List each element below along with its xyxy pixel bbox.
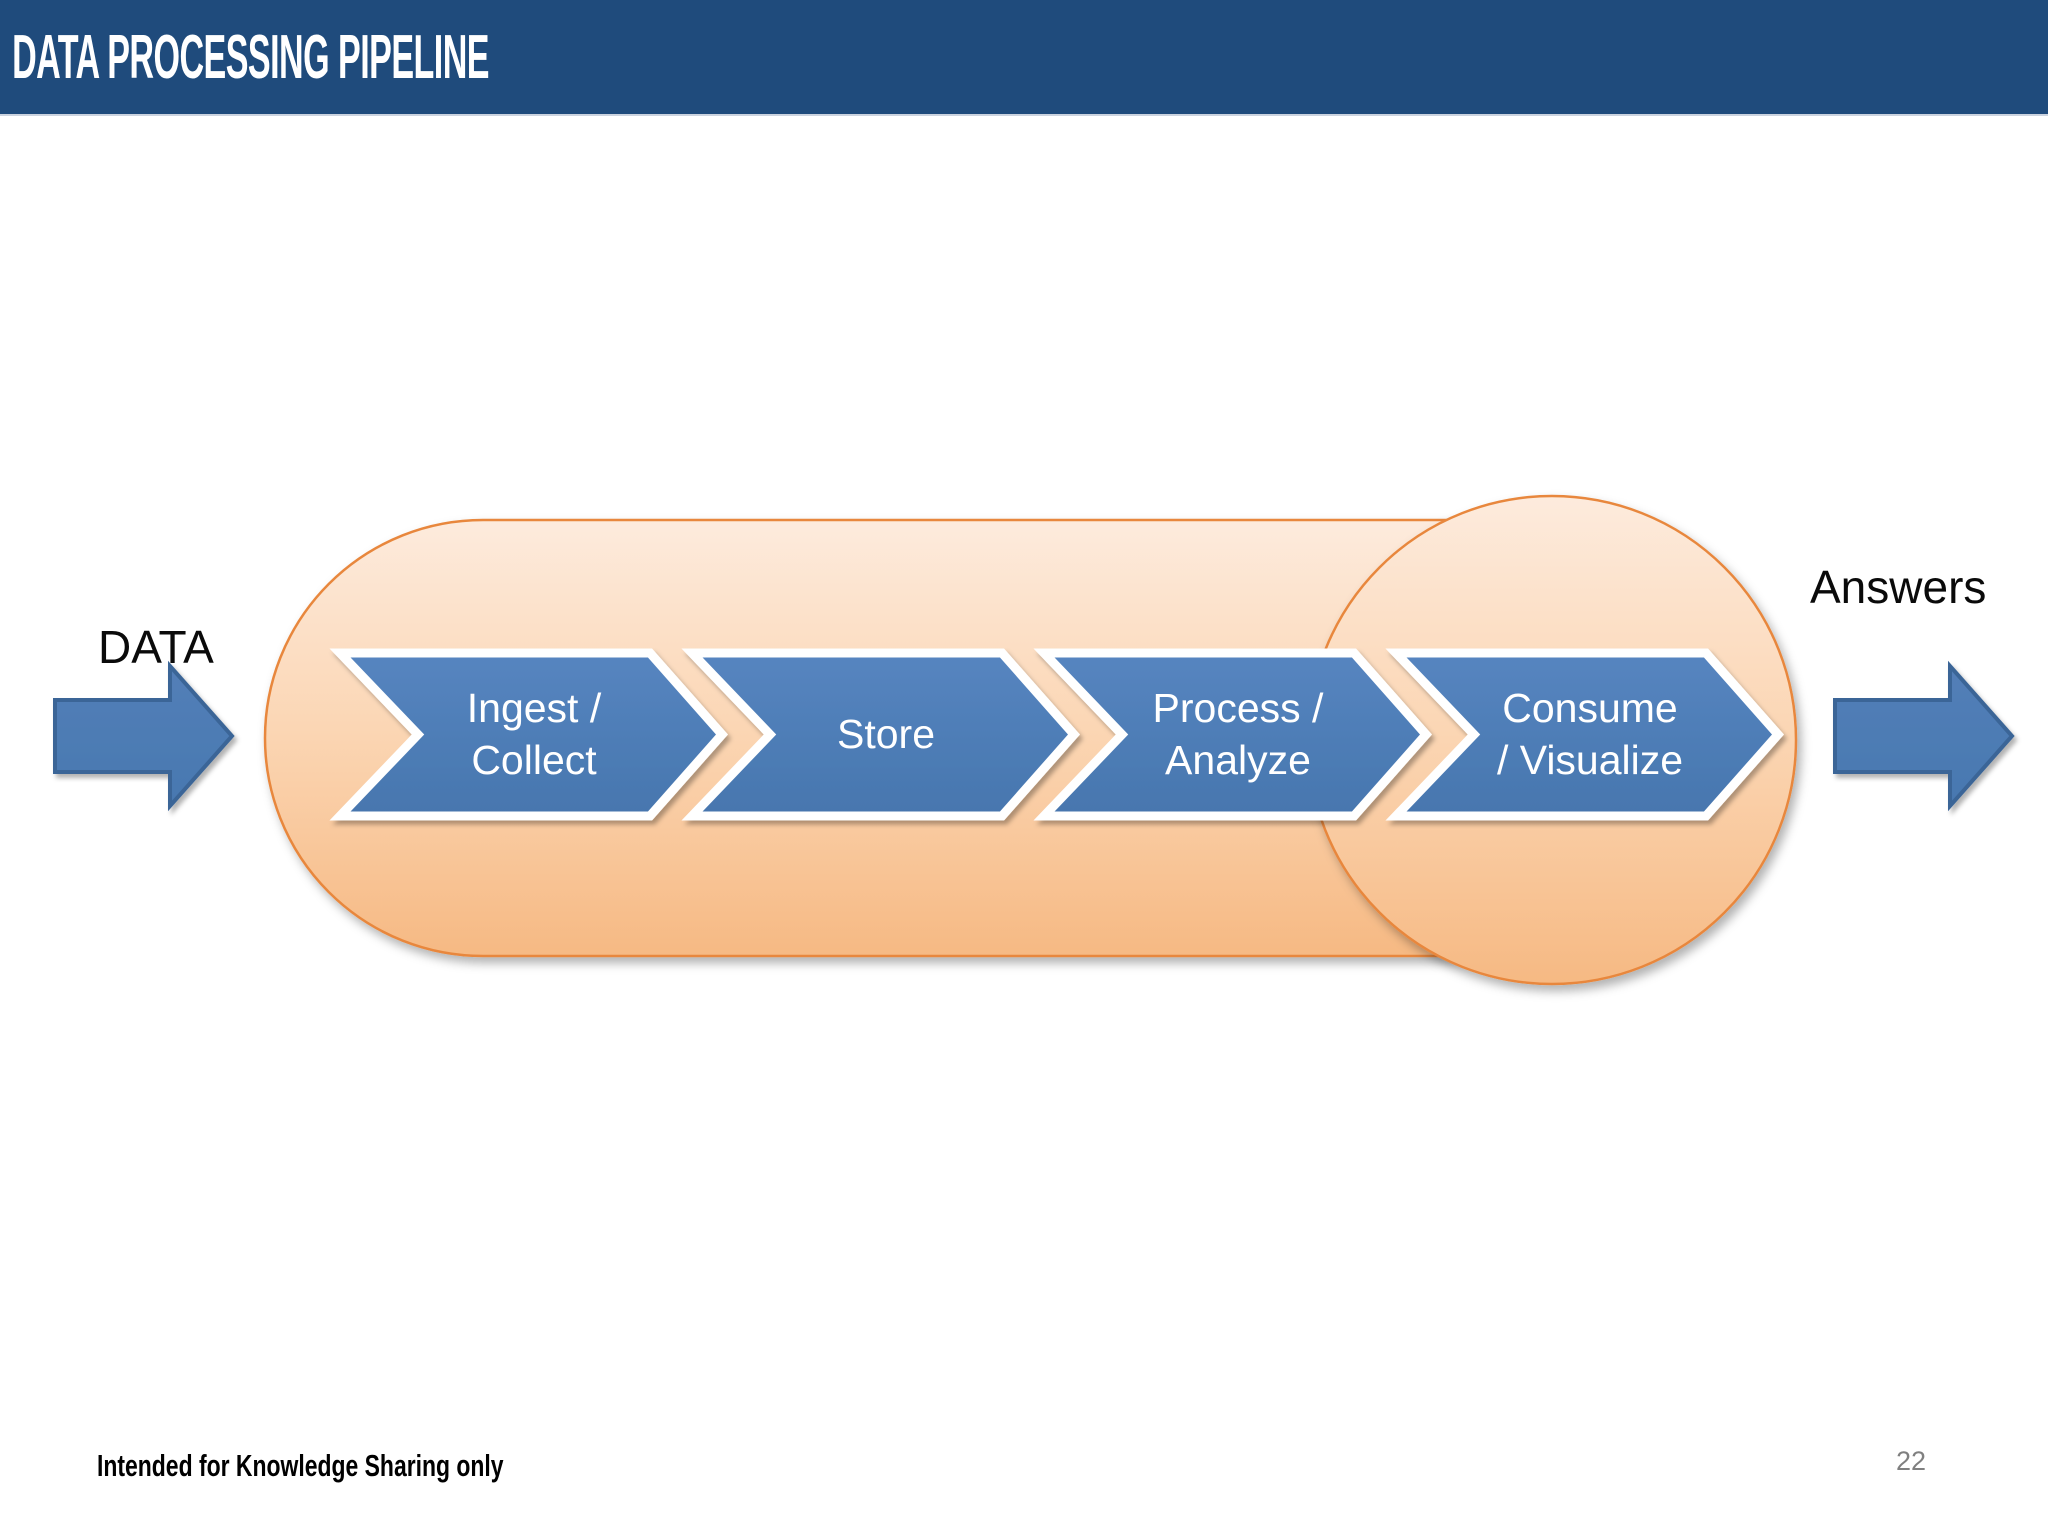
stage-label-ingest-collect: Ingest / Collect [466, 684, 602, 783]
chevron-ingest-collect [329, 648, 729, 821]
stage-label-process-analyze: Process / Analyze [1152, 684, 1324, 783]
chevron-store [681, 648, 1081, 821]
page-number: 22 [1896, 1446, 1927, 1476]
pipeline-diagram-svg [53, 494, 2015, 986]
footer-disclaimer: Intended for Knowledge Sharing only [97, 1448, 504, 1483]
data-label: DATA [98, 621, 214, 673]
answers-label: Answers [1810, 561, 1987, 613]
slide-header: DATA PROCESSING PIPELINE [0, 0, 2048, 116]
chevron-consume-visualize [1385, 648, 1785, 821]
answers-output-arrow-icon [1833, 660, 2015, 812]
slide-title: DATA PROCESSING PIPELINE [12, 22, 489, 92]
pipeline-diagram: DATA Answers Ingest / Collect Store Proc… [0, 116, 2048, 1316]
chevron-process-analyze [1033, 648, 1433, 821]
stage-label-consume-visualize: Consume / Visualize [1496, 684, 1684, 783]
data-input-arrow-icon [53, 660, 235, 812]
stage-label-store: Store [837, 710, 935, 757]
